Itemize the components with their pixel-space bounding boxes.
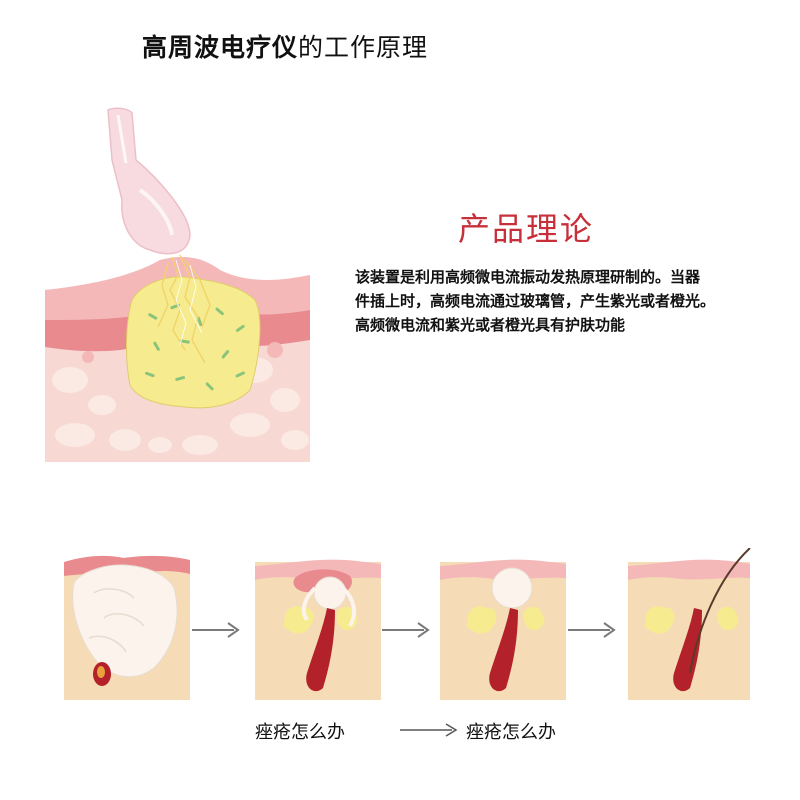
theory-line: 高频微电流和紫光或者橙光具有护肤功能 xyxy=(355,316,626,334)
electrode-skin-illustration xyxy=(45,107,310,462)
caption-right: 痤疮怎么办 xyxy=(466,722,556,743)
caption-arrow-icon xyxy=(400,723,458,737)
stage-1-severe-acne xyxy=(64,555,190,700)
title-bold: 高周波电疗仪 xyxy=(142,33,299,62)
page-title: 高周波电疗仪的工作原理 xyxy=(142,28,428,64)
title-normal: 的工作原理 xyxy=(298,33,429,62)
stage-4-healthy xyxy=(628,548,751,700)
electrode-wand xyxy=(107,107,191,255)
theory-text: 该装置是利用高频微电流振动发热原理研制的。当器 件插上时，高频电流通过玻璃管，产… xyxy=(355,265,775,337)
arrow-right-icon xyxy=(382,622,430,638)
theory-line: 该装置是利用高频微电流振动发热原理研制的。当器 xyxy=(355,268,701,286)
theory-line: 件插上时，高频电流通过玻璃管，产生紫光或者橙光。 xyxy=(355,292,716,310)
acne-pocket xyxy=(126,254,261,409)
theory-heading: 产品理论 xyxy=(458,210,595,248)
stage-3-healing xyxy=(440,559,566,700)
arrow-right-icon xyxy=(192,622,240,638)
caption-left: 痤疮怎么办 xyxy=(255,722,345,743)
stage-2-inflamed-follicle xyxy=(255,559,381,700)
arrow-right-icon xyxy=(568,622,616,638)
